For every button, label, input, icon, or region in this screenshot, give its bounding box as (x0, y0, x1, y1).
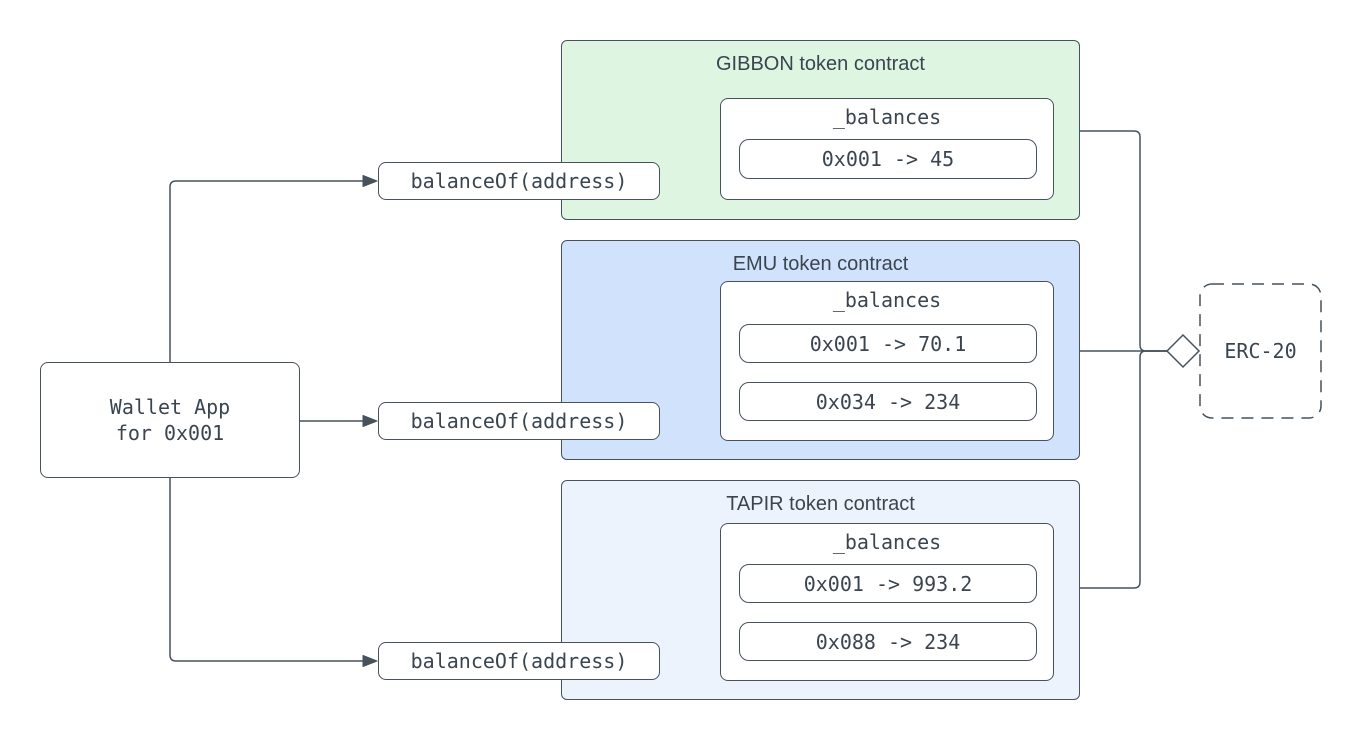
emu-balances-label: _balances (832, 288, 942, 312)
edge-wallet-to-call-1 (169, 180, 363, 362)
erc20-interface-label: ERC-20 (1224, 339, 1297, 363)
edge-wallet-to-call-3 (169, 478, 363, 662)
gibbon-contract-title: GIBBON token contract (716, 53, 925, 75)
balanceof-call-tapir: balanceOf(address) (378, 642, 660, 680)
erc20-box (1199, 283, 1322, 419)
edge-gibbon-to-erc20 (1080, 130, 1167, 352)
aggregation-diamond-icon (1165, 333, 1201, 369)
gibbon-balances-map: _balances 0x001 -> 45 (720, 98, 1054, 200)
tapir-balance-entry: 0x088 -> 234 (739, 622, 1037, 661)
tapir-contract-title: TAPIR token contract (726, 493, 915, 515)
arrowhead-call-1 (362, 175, 378, 187)
emu-balance-entry: 0x001 -> 70.1 (739, 324, 1037, 363)
tapir-balances-map: _balances 0x001 -> 993.2 0x088 -> 234 (720, 523, 1054, 681)
wallet-app-node: Wallet App for 0x001 (40, 362, 300, 478)
emu-balance-entry: 0x034 -> 234 (739, 382, 1037, 421)
arrowhead-call-3 (362, 655, 378, 667)
emu-contract-node: EMU token contract _balances 0x001 -> 70… (561, 240, 1080, 460)
gibbon-balances-label: _balances (832, 105, 942, 129)
gibbon-contract-node: GIBBON token contract _balances 0x001 ->… (561, 40, 1080, 220)
gibbon-balance-entry: 0x001 -> 45 (739, 139, 1037, 179)
wallet-app-label: Wallet App for 0x001 (109, 395, 231, 445)
arrowhead-call-2 (362, 415, 378, 427)
edge-tapir-to-erc20 (1080, 350, 1167, 589)
tapir-contract-node: TAPIR token contract _balances 0x001 -> … (561, 480, 1080, 700)
tapir-balances-label: _balances (832, 530, 942, 554)
balanceof-call-gibbon: balanceOf(address) (378, 162, 660, 200)
emu-balances-map: _balances 0x001 -> 70.1 0x034 -> 234 (720, 281, 1054, 441)
emu-contract-title: EMU token contract (732, 253, 909, 275)
balanceof-call-emu: balanceOf(address) (378, 402, 660, 440)
tapir-balance-entry: 0x001 -> 993.2 (739, 564, 1037, 603)
